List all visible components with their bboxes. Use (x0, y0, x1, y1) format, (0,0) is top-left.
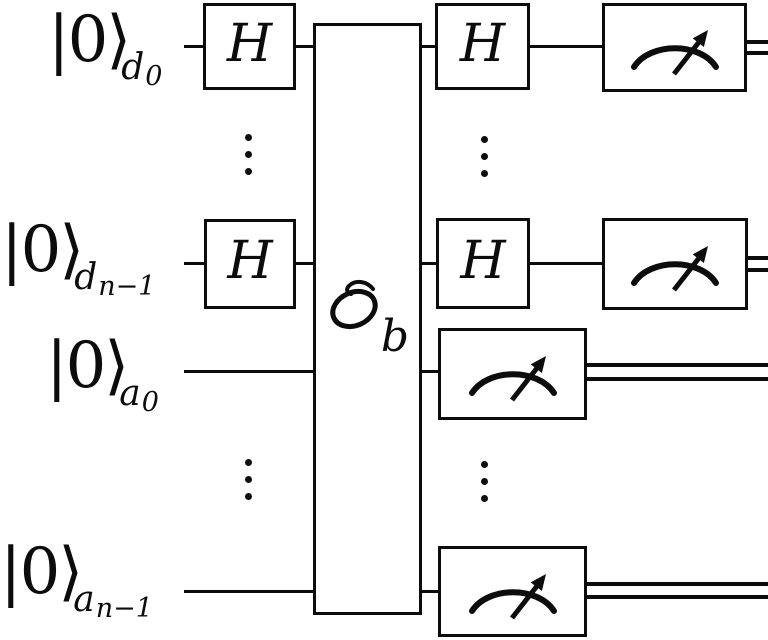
measurement-gate-an-1 (438, 546, 587, 637)
register-letter: d (121, 47, 145, 88)
vertical-ellipsis-icon (245, 134, 252, 175)
classical-wire-a0-top (586, 363, 768, 367)
register-subscript: d n−1 (74, 257, 155, 301)
register-index: n−1 (95, 593, 153, 624)
ket-label-dn-1: |0⟩ d n−1 (1, 213, 156, 301)
classical-wire-a0-bottom (586, 377, 768, 381)
vertical-ellipsis-icon (245, 459, 252, 500)
dot (481, 478, 488, 485)
classical-wire-dn-1-top (747, 256, 768, 260)
ket-symbol: |0⟩ (46, 329, 129, 403)
measurement-meter-icon (468, 356, 557, 402)
hadamard-gate-d0-pre: H (203, 3, 296, 90)
dot (245, 134, 252, 141)
script-capital-o-icon (330, 279, 378, 330)
hadamard-gate-dn-1-pre: H (204, 219, 296, 309)
dot (481, 153, 488, 160)
measurement-gate-dn-1 (602, 218, 748, 310)
ket-label-a0: |0⟩ a 0 (46, 329, 159, 417)
hadamard-label: H (226, 13, 273, 74)
classical-wire-an-1-top (586, 582, 768, 586)
ket-symbol: |0⟩ (0, 535, 83, 609)
hadamard-gate-d0-post: H (435, 3, 530, 90)
ket-label-an-1: |0⟩ a n−1 (0, 535, 153, 623)
dot (245, 168, 252, 175)
classical-wire-an-1-bottom (586, 595, 768, 599)
oracle-subscript: b (380, 311, 410, 362)
ket-symbol: |0⟩ (48, 3, 131, 77)
register-subscript: d 0 (121, 47, 162, 91)
oracle-gate-box: b (313, 23, 422, 615)
hadamard-label: H (459, 13, 506, 74)
ket-label-d0: |0⟩ d 0 (48, 3, 162, 91)
measurement-meter-icon (631, 246, 719, 292)
register-subscript: a 0 (119, 373, 159, 417)
measurement-gate-a0 (438, 328, 587, 420)
ket-symbol: |0⟩ (1, 213, 84, 287)
dot (245, 476, 252, 483)
vertical-ellipsis-icon (481, 136, 488, 177)
measurement-gate-d0 (602, 3, 747, 92)
hadamard-label: H (227, 231, 273, 291)
register-index: 0 (141, 387, 159, 418)
hadamard-label: H (460, 230, 506, 291)
hadamard-gate-dn-1-post: H (436, 218, 530, 309)
register-letter: a (119, 373, 141, 414)
dot (481, 136, 488, 143)
measurement-meter-icon (630, 29, 719, 76)
oracle-label: b (326, 279, 409, 359)
measurement-meter-icon (468, 573, 557, 620)
classical-wire-dn-1-bottom (747, 268, 768, 272)
register-letter: d (74, 257, 98, 298)
register-letter: a (73, 579, 95, 620)
classical-wire-d0-top (747, 40, 768, 44)
register-index: n−1 (98, 271, 156, 302)
dot (481, 461, 488, 468)
register-subscript: a n−1 (73, 579, 153, 623)
register-index: 0 (145, 61, 163, 92)
dot (481, 495, 488, 502)
dot (481, 170, 488, 177)
classical-wire-d0-bottom (747, 51, 768, 55)
dot (245, 151, 252, 158)
dot (245, 493, 252, 500)
dot (245, 459, 252, 466)
vertical-ellipsis-icon (481, 461, 488, 502)
